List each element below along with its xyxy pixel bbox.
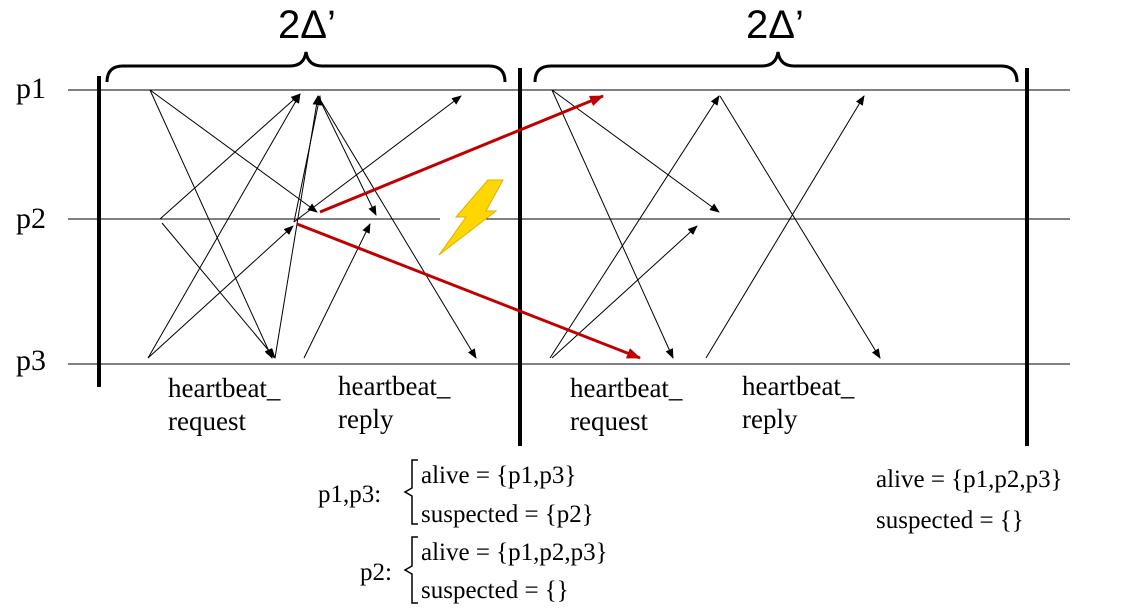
state-group-a-alive: alive = {p1,p3}	[421, 462, 577, 489]
state-final-suspected: suspected = {}	[876, 507, 1024, 534]
interval-label-1: 2Δ’	[278, 3, 336, 47]
round1-reply-label: heartbeat_ reply	[338, 370, 450, 436]
round1-messages	[147, 89, 477, 359]
msg-arrow	[274, 95, 321, 359]
msg-arrow	[161, 222, 276, 359]
interval-brace-1	[105, 51, 507, 83]
round1-request-label: heartbeat_ request	[168, 372, 280, 438]
msg-arrow	[147, 93, 301, 359]
msg-arrow	[149, 89, 318, 213]
process-label-p2: p2	[16, 202, 46, 235]
state-final-alive: alive = {p1,p2,p3}	[876, 466, 1063, 493]
state-group-b-suspected: suspected = {}	[421, 577, 569, 604]
state-group-b-alive: alive = {p1,p2,p3}	[421, 539, 608, 566]
round2-request-label: heartbeat_ request	[570, 372, 682, 438]
round2-reply-label-line2: reply	[742, 404, 798, 434]
msg-arrow	[317, 95, 477, 359]
msg-arrow	[303, 223, 371, 359]
msg-arrow	[293, 95, 462, 223]
msg-arrow	[317, 95, 377, 216]
round1-request-label-line2: request	[168, 406, 246, 436]
state-group-b-label: p2:	[360, 559, 392, 586]
process-label-p3: p3	[16, 344, 46, 377]
msg-arrow	[147, 225, 294, 359]
round2-reply-label-line1: heartbeat_	[742, 371, 855, 401]
interval-label-2: 2Δ’	[746, 3, 804, 47]
msg-arrow	[551, 89, 674, 359]
partition-arrow-to-p1	[319, 94, 604, 214]
round1-request-label-line1: heartbeat_	[168, 373, 281, 403]
msg-arrow	[719, 95, 881, 359]
round2-request-label-line2: request	[570, 406, 648, 436]
round2-messages	[549, 89, 881, 359]
msg-arrow	[551, 89, 720, 213]
round2-reply-label: heartbeat_ reply	[742, 370, 854, 436]
partition-arrow-to-p3	[296, 222, 641, 360]
msg-arrow	[551, 225, 698, 359]
state-bracket-group-a	[403, 459, 418, 525]
state-bracket-group-b	[403, 536, 418, 604]
lightning-bolt-icon	[438, 179, 504, 256]
round1-reply-label-line2: reply	[338, 404, 394, 434]
round2-request-label-line1: heartbeat_	[570, 373, 683, 403]
state-group-a-suspected: suspected = {p2}	[421, 501, 594, 528]
msg-arrow	[293, 95, 323, 223]
msg-arrow	[159, 93, 301, 220]
msg-arrow	[705, 95, 865, 359]
round1-reply-label-line1: heartbeat_	[338, 371, 451, 401]
state-group-a-label: p1,p3:	[318, 481, 382, 508]
process-label-p1: p1	[16, 72, 46, 105]
msg-arrow	[149, 89, 273, 359]
interval-brace-2	[533, 51, 1019, 83]
msg-arrow	[549, 95, 720, 359]
